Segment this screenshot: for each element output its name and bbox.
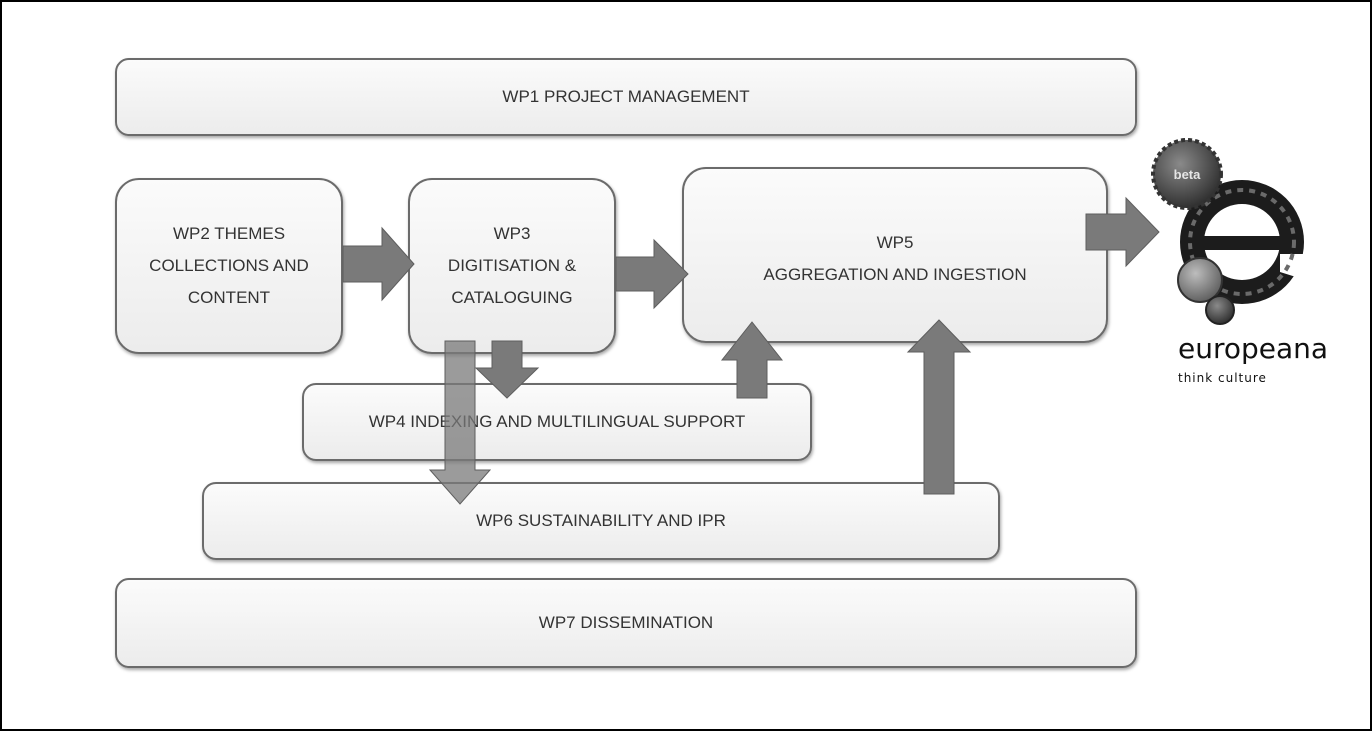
wp5-aggregation-box: WP5 AGGREGATION AND INGESTION <box>682 167 1108 343</box>
wp1-label: WP1 PROJECT MANAGEMENT <box>502 87 750 106</box>
wp2-line-3: CONTENT <box>187 288 271 307</box>
wp3-line-1: WP3 <box>493 224 531 243</box>
beta-badge-text: beta <box>1174 167 1202 182</box>
wp1-project-management-box: WP1 PROJECT MANAGEMENT <box>115 58 1137 136</box>
arrow-wp6-to-wp5 <box>906 319 972 495</box>
arrow-wp2-to-wp3 <box>342 226 415 302</box>
wp7-dissemination-box: WP7 DISSEMINATION <box>115 578 1137 668</box>
arrow-wp3-to-wp5 <box>615 238 689 310</box>
decor-disc-small-icon <box>1205 295 1235 325</box>
wp5-line-1: WP5 <box>876 233 914 252</box>
europeana-e-mark-icon <box>1180 180 1312 304</box>
wp6-sustainability-box: WP6 SUSTAINABILITY AND IPR <box>202 482 1000 560</box>
europeana-logo: beta europeana think culture <box>1151 138 1328 385</box>
arrow-wp5-to-europeana <box>1085 196 1160 268</box>
wp3-line-3: CATALOGUING <box>451 288 573 307</box>
beta-badge-icon: beta <box>1151 138 1223 210</box>
europeana-tagline: think culture <box>1178 371 1267 385</box>
wp2-themes-box: WP2 THEMES COLLECTIONS AND CONTENT <box>115 178 343 354</box>
wp2-line-1: WP2 THEMES <box>172 224 286 243</box>
europeana-wordmark: europeana <box>1178 332 1328 365</box>
wp5-line-2: AGGREGATION AND INGESTION <box>763 265 1027 284</box>
wp7-label: WP7 DISSEMINATION <box>538 613 714 632</box>
wp3-line-2: DIGITISATION & <box>447 256 577 275</box>
wp3-digitisation-box: WP3 DIGITISATION & CATALOGUING <box>408 178 616 354</box>
wp2-line-2: COLLECTIONS AND <box>149 256 309 275</box>
arrow-wp3-to-wp4 <box>474 340 540 399</box>
arrow-wp3-to-wp6 <box>428 340 492 505</box>
arrow-wp4-to-wp5 <box>720 321 784 399</box>
wp6-label: WP6 SUSTAINABILITY AND IPR <box>476 511 726 530</box>
decor-disc-icon <box>1177 257 1223 303</box>
